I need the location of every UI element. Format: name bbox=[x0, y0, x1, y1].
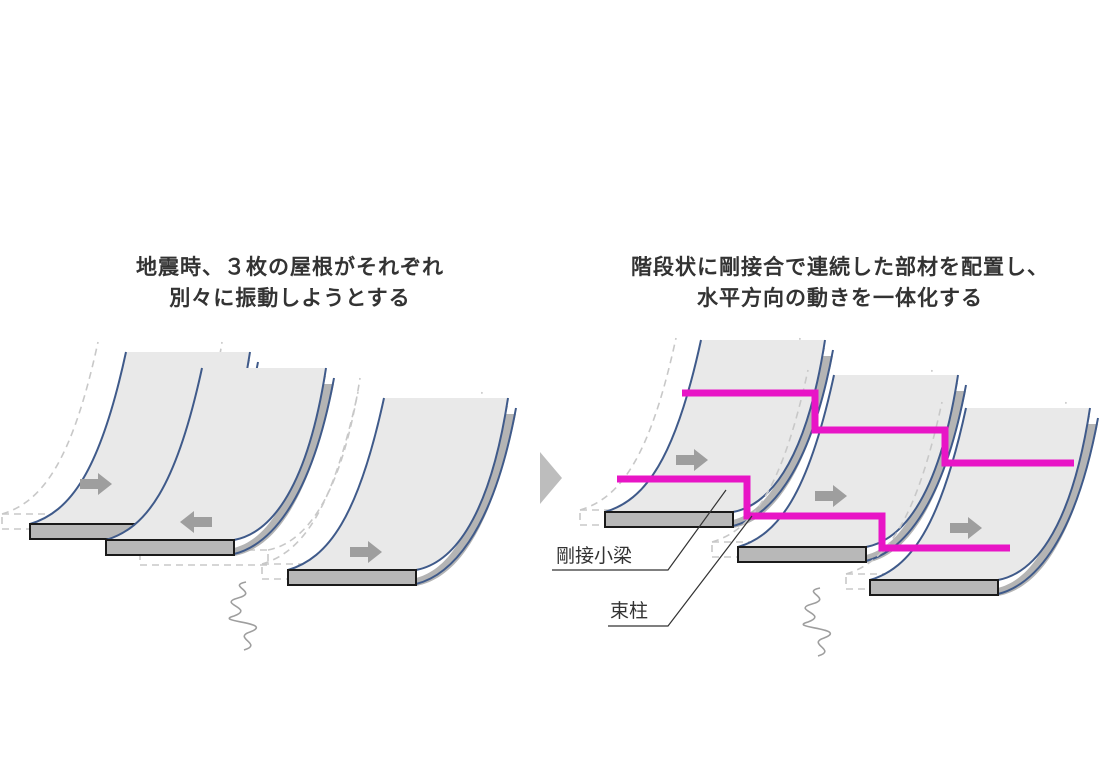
callout-beam-leader bbox=[552, 489, 727, 571]
left-panel-title: 地震時、３枚の屋根がそれぞれ 別々に振動しようとする bbox=[60, 252, 520, 314]
right-title-line2: 水平方向の動きを一体化する bbox=[697, 286, 983, 310]
right-roof-diagram bbox=[579, 337, 1099, 657]
seismic-wave-icon bbox=[802, 587, 832, 657]
left-title-line2: 別々に振動しようとする bbox=[169, 286, 411, 310]
left-roof-diagram bbox=[1, 341, 517, 651]
callout-post-leader bbox=[608, 515, 753, 627]
seismic-wave-icon bbox=[228, 581, 258, 651]
right-title-line1: 階段状に剛接合で連続した部材を配置し、 bbox=[631, 255, 1049, 279]
callout-post-label: 束柱 bbox=[610, 600, 648, 622]
rigid-beam-upper bbox=[682, 389, 1074, 467]
callout-beam-label: 剛接小梁 bbox=[556, 545, 632, 567]
left-title-line1: 地震時、３枚の屋根がそれぞれ bbox=[136, 255, 444, 279]
right-panel-title: 階段状に剛接合で連続した部材を配置し、 水平方向の動きを一体化する bbox=[585, 252, 1095, 314]
transition-arrow-icon bbox=[540, 452, 562, 504]
rigid-beam-lower bbox=[617, 475, 1010, 552]
